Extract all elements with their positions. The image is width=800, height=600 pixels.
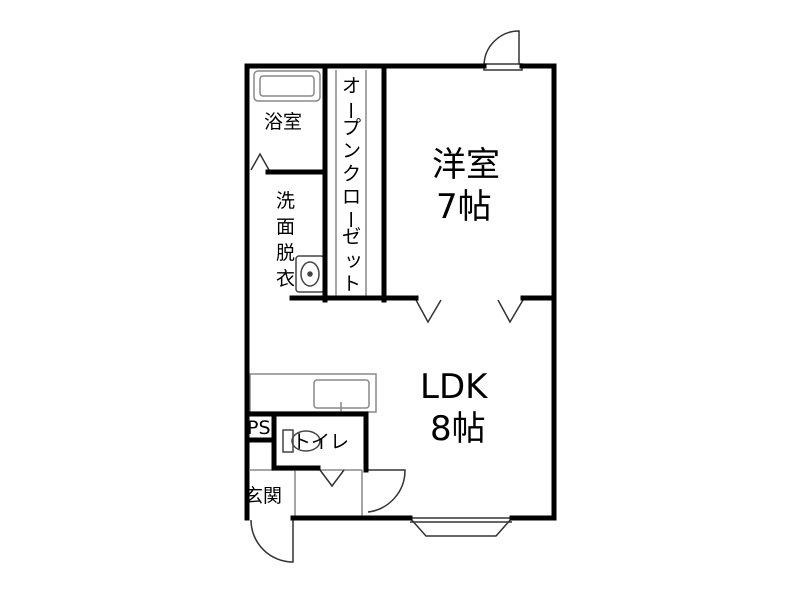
ldk-door-arc: [367, 469, 406, 513]
toilet-door-arc: [319, 469, 345, 488]
washroom-label: 洗 面 脱 衣: [276, 190, 295, 290]
western-room-name: 洋室: [432, 145, 500, 185]
thin-lines: [249, 70, 377, 516]
bath-label: 浴室: [264, 111, 302, 133]
bath-door-arc: [250, 152, 270, 171]
bay-window: [408, 517, 514, 537]
washroom-char: 面: [276, 216, 295, 238]
windows: [408, 63, 523, 537]
closet-char: ト: [342, 273, 361, 295]
closet-char: ク: [342, 163, 361, 185]
closet-char: ッ: [344, 249, 363, 271]
western-room-size: 7帖: [436, 187, 492, 227]
top-door-arc: [483, 30, 520, 67]
ldk-room-size: 8帖: [430, 409, 486, 449]
walls: [244, 63, 557, 521]
closet-char: ゼ: [342, 226, 361, 248]
toilet-fixture: [282, 429, 321, 453]
toilet-label: トイレ: [292, 431, 349, 453]
bathtub: [253, 70, 321, 102]
door-swings: [250, 30, 524, 563]
top-window: [483, 63, 523, 71]
washroom-char: 洗: [276, 190, 295, 212]
closet-char: ロ: [342, 186, 361, 208]
closet-door-left: [415, 299, 442, 324]
washroom-char: 衣: [276, 268, 295, 290]
closet-char: ー: [339, 101, 361, 120]
bathtub-inner: [259, 75, 315, 97]
entrance-label: 玄関: [244, 485, 282, 507]
wash-basin: [295, 255, 325, 293]
closet-char: オ: [342, 75, 361, 97]
washroom-char: 脱: [276, 242, 295, 264]
closet-char: ン: [342, 140, 361, 162]
closet-char: ー: [339, 210, 361, 229]
closet-label: オ ー プ ン ク ロ ー ゼ ッ ト: [339, 75, 363, 295]
entrance-door-arc: [250, 519, 294, 563]
closet-door-right: [497, 299, 524, 324]
ps-label: PS: [247, 417, 271, 439]
ldk-room-name: LDK: [420, 367, 489, 407]
closet-char: プ: [342, 117, 361, 139]
